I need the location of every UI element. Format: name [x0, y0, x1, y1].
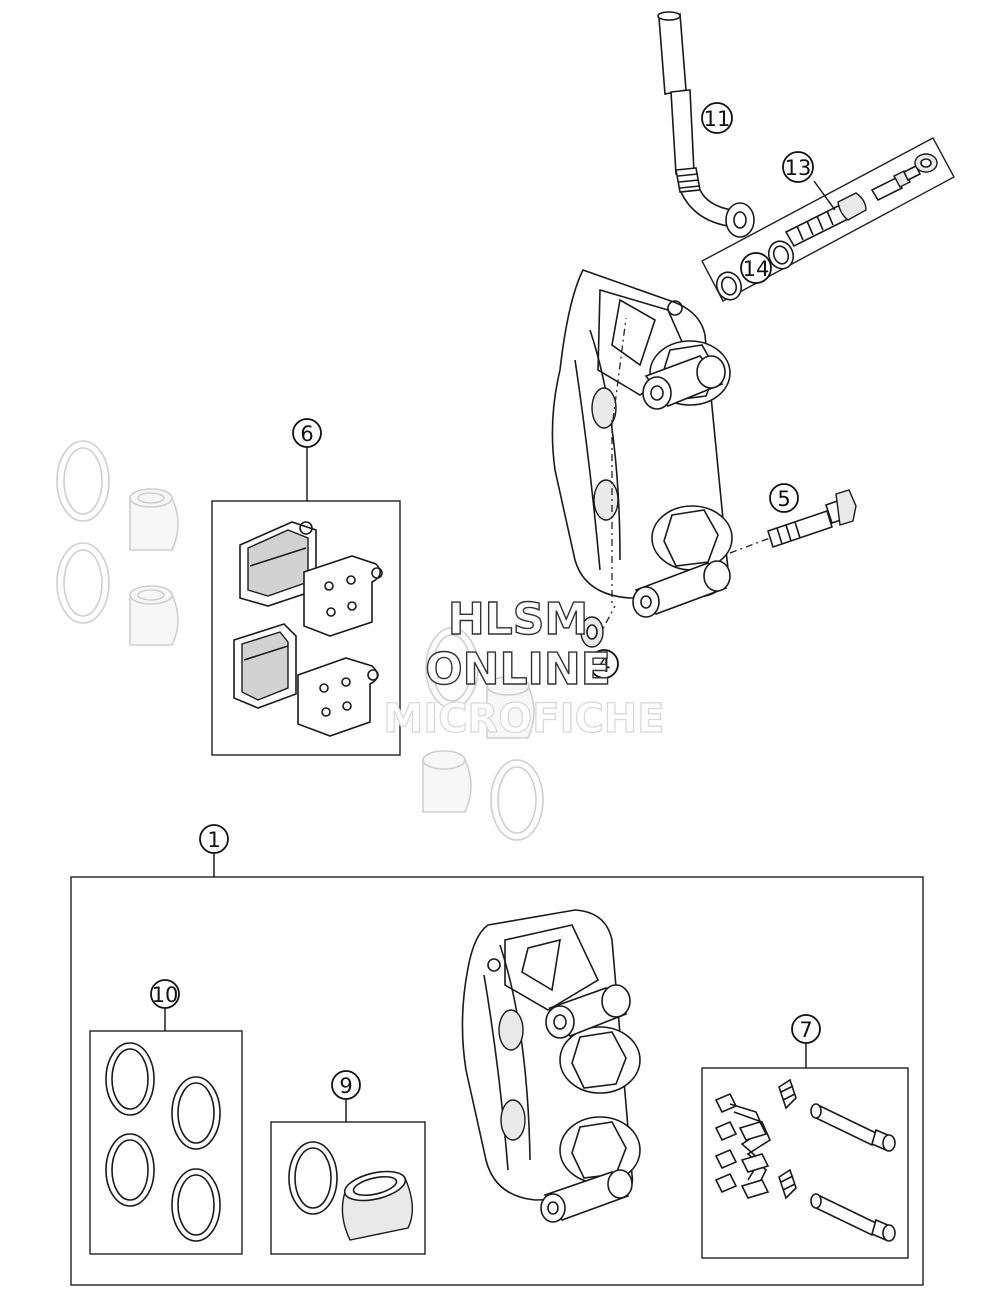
loose-pistons	[129, 488, 179, 646]
mounting-bolt	[729, 489, 857, 554]
watermark-line-1: HLSM	[448, 594, 588, 645]
callout-7: 7	[791, 1014, 821, 1044]
brake-pad	[239, 521, 317, 607]
callout-13-label: 13	[785, 156, 812, 180]
brake-pad	[303, 555, 383, 637]
callout-7-label: 7	[799, 1018, 812, 1042]
lower-bore-top	[559, 1026, 641, 1094]
watermark-line-3: MICROFICHE	[383, 696, 664, 742]
guide-pin	[810, 1103, 896, 1152]
bleeder-cap	[914, 153, 938, 173]
hardware-kit	[701, 1067, 909, 1259]
callout-9: 9	[331, 1070, 361, 1100]
guide-pin	[810, 1193, 896, 1242]
pad-springs	[714, 1092, 772, 1199]
callout-9-label: 9	[339, 1074, 352, 1098]
lower-mount-bottom	[540, 1169, 633, 1223]
bleeder-valve	[870, 164, 922, 202]
callout-4-label: 4	[597, 653, 610, 677]
callout-11-label: 11	[704, 107, 731, 131]
callout-6: 6	[292, 418, 322, 448]
callout-6-label: 6	[300, 422, 313, 446]
callout-5-label: 5	[777, 487, 790, 511]
callout-1-label: 1	[207, 828, 220, 852]
washer	[580, 616, 604, 648]
caliper-assembly-box	[70, 876, 924, 1286]
seal-ring-kit	[89, 1030, 243, 1255]
upper-mount-bottom	[632, 560, 731, 618]
callout-1: 1	[199, 824, 229, 854]
middle-seals-pistons	[422, 627, 544, 841]
upper-caliper	[551, 269, 733, 639]
upper-mount-top	[642, 355, 726, 410]
upper-bore-bottom	[651, 505, 733, 571]
callout-10-label: 10	[152, 983, 179, 1007]
callout-11: 11	[701, 102, 733, 134]
lower-mount-top	[545, 984, 631, 1039]
banjo-bolt	[784, 192, 867, 248]
loose-seal-rings	[56, 440, 110, 624]
piston-kit	[270, 1121, 426, 1255]
brake-pad	[233, 623, 297, 709]
bleeder-kit	[701, 137, 955, 302]
callout-14-label: 14	[743, 257, 770, 281]
callout-4: 4	[589, 649, 619, 679]
watermark: HLSM ONLINE MICROFICHE	[383, 593, 666, 742]
callout-14: 14	[740, 252, 772, 284]
brake-pad	[297, 657, 379, 737]
callout-13: 13	[782, 151, 814, 183]
brake-pad-set	[211, 500, 401, 756]
sealing-washers	[715, 240, 795, 301]
callout-10: 10	[150, 979, 180, 1009]
watermark-line-2: ONLINE	[425, 644, 611, 695]
callout-5: 5	[769, 483, 799, 513]
brake-line	[657, 11, 755, 238]
lower-caliper	[461, 909, 641, 1223]
